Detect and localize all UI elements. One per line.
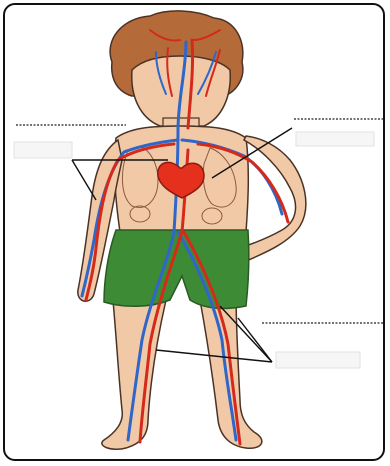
shorts [104, 230, 249, 308]
answer-box-bottom [276, 352, 360, 368]
answer-box-right [296, 132, 374, 146]
answer-box-left [14, 142, 72, 158]
